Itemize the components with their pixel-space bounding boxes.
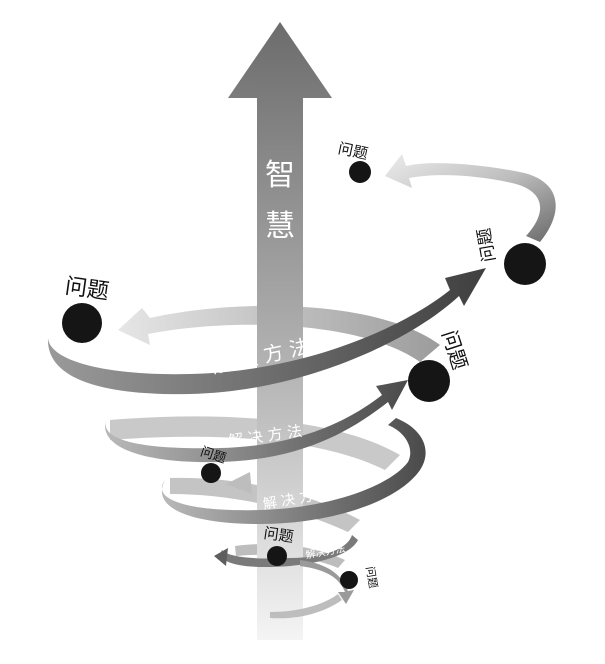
problem-label: 问题 [63, 274, 110, 305]
front-spiral-segments [47, 154, 556, 619]
small-arc-bottom [300, 560, 354, 604]
problem-ball [340, 571, 358, 589]
problem-node-mid-left: 问题 [198, 445, 228, 483]
problem-node-top-left: 问题 [336, 139, 371, 183]
back-arc-3-tip [226, 472, 252, 494]
problem-label: 问题 [198, 445, 227, 467]
problem-node-bottom: 问题 [340, 565, 380, 589]
solution-band-3 [161, 418, 426, 524]
light-arc-top [385, 154, 556, 242]
problem-label: 问题 [474, 226, 500, 263]
back-arc-top [118, 305, 440, 362]
problem-label: 问题 [336, 139, 369, 163]
small-arc-bottom-2 [270, 594, 342, 619]
problem-node-lower: 问题 [263, 524, 295, 566]
problem-node-top-right: 问题 [474, 226, 546, 285]
back-arc-3 [170, 477, 360, 532]
problem-ball [62, 303, 102, 343]
wisdom-char-1: 智 [265, 158, 295, 193]
problem-ball [349, 161, 371, 183]
solution-band-2 [105, 380, 409, 463]
solution-band-4 [220, 535, 358, 568]
wisdom-char-2: 慧 [265, 209, 295, 244]
problem-node-left: 问题 [62, 274, 110, 343]
solution-band-1 [47, 268, 487, 395]
problem-label: 问题 [363, 565, 380, 589]
problem-ball [504, 243, 546, 285]
problem-ball [267, 546, 287, 566]
problem-ball [201, 463, 221, 483]
wisdom-arrow: 智 慧 [228, 22, 332, 640]
wisdom-arrow-head [228, 22, 332, 640]
problem-ball [408, 360, 450, 402]
problem-label: 问题 [263, 524, 295, 546]
solution-band-4-tip [214, 548, 228, 566]
